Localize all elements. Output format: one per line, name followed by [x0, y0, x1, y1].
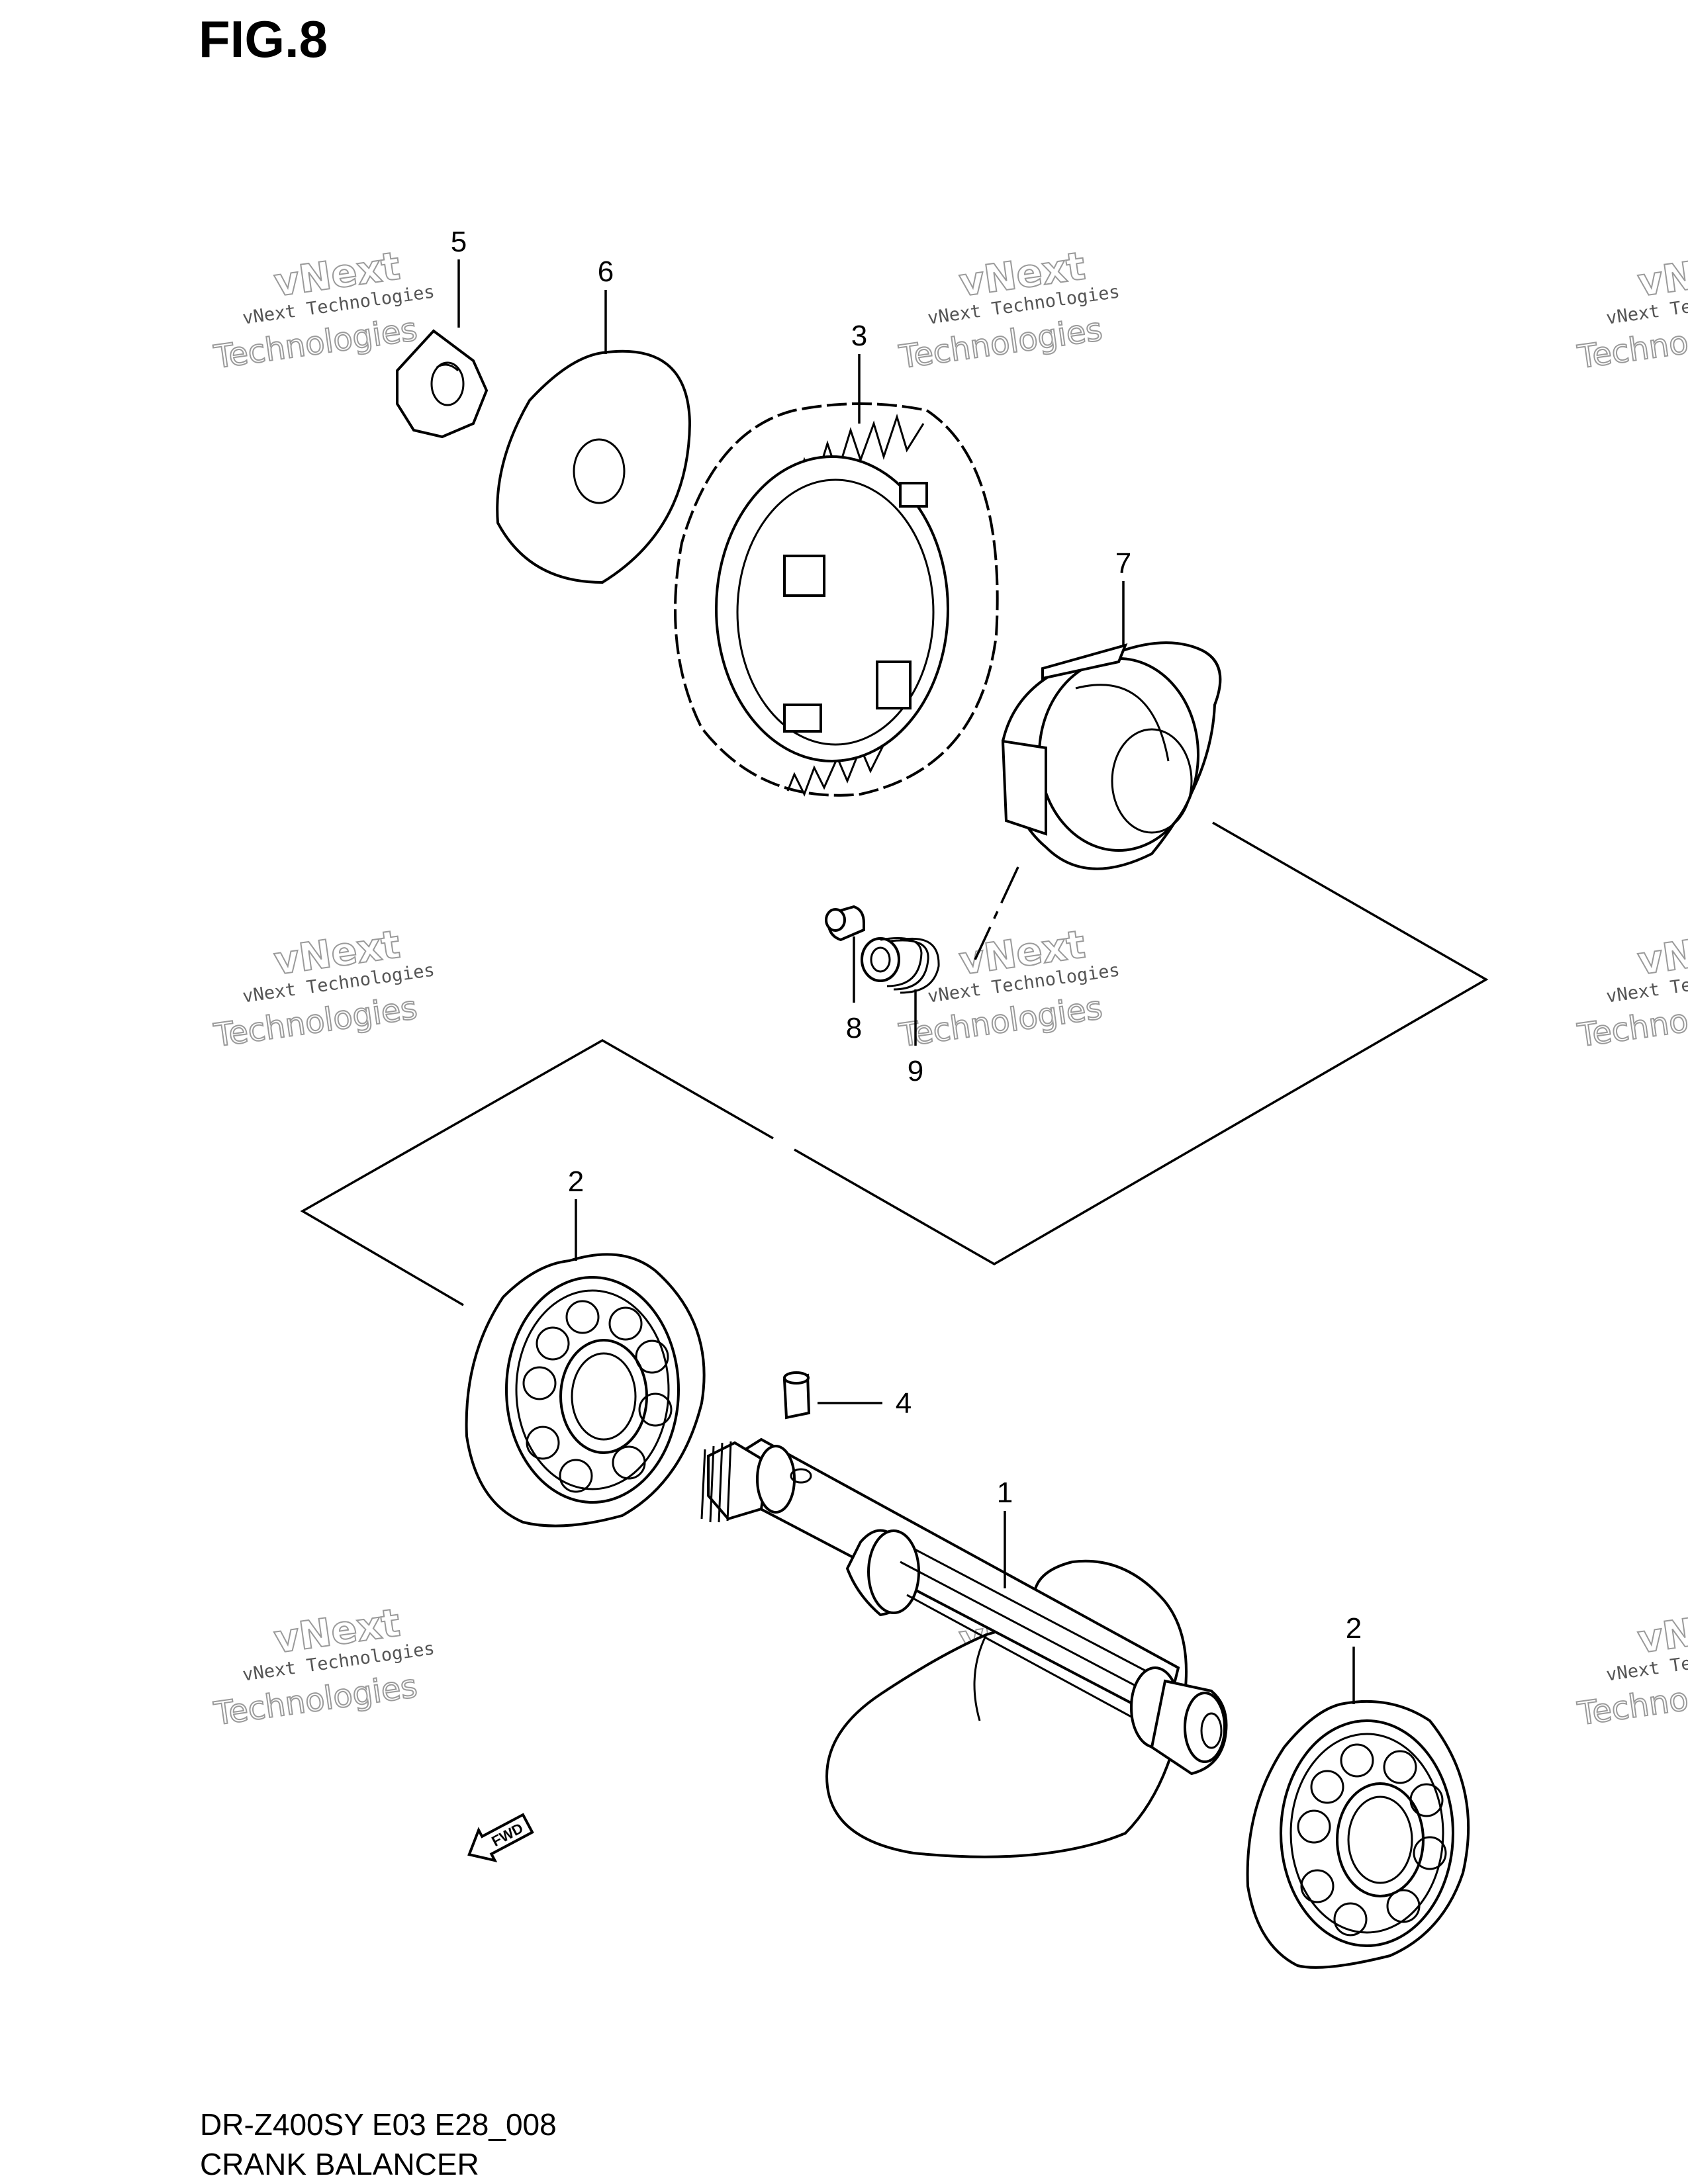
- callout-6: 6: [598, 255, 614, 288]
- outline-line: [300, 1038, 774, 1306]
- watermark: vNext vNext Technologies Technologies: [211, 921, 436, 1055]
- part-7-hub: [1001, 641, 1222, 870]
- part-5-seal: [396, 329, 489, 439]
- outline-line: [794, 821, 1489, 1266]
- assembly-outline: [300, 821, 1489, 1306]
- figure-title: FIG.8: [199, 10, 328, 68]
- watermark: vNext vNext Technologies Technologies: [1575, 1599, 1688, 1733]
- callout-4: 4: [896, 1387, 912, 1420]
- diagram-code: DR-Z400SY E03 E28_008: [200, 2107, 557, 2142]
- part-2-bearing-right: [1246, 1700, 1470, 1969]
- callout-2-left: 2: [568, 1165, 584, 1198]
- watermark: vNext vNext Technologies Technologies: [1575, 921, 1688, 1055]
- part-8-pin: [825, 905, 865, 942]
- part-4-key: [782, 1371, 811, 1420]
- watermark: vNext vNext Technologies Technologies: [211, 242, 436, 377]
- callouts: 5 6 3 7 8 9 2 4 1 2: [451, 226, 1362, 1645]
- callout-2-right: 2: [1346, 1612, 1362, 1645]
- part-6-washer: [496, 349, 692, 584]
- callout-7: 7: [1115, 547, 1131, 580]
- leader-lines: [457, 259, 1355, 1704]
- watermark-vnext-large: vNext: [1635, 243, 1688, 305]
- part-3-gear: [674, 402, 999, 797]
- callout-9: 9: [908, 1055, 923, 1087]
- part-9-spring: [861, 937, 940, 994]
- watermark: vNext vNext Technologies Technologies: [211, 1599, 436, 1733]
- centerline-dashed: [974, 866, 1019, 960]
- watermark-vnext-large: vNext: [1635, 1600, 1688, 1662]
- callout-3: 3: [851, 320, 867, 352]
- watermark-vnext-large: vNext: [1635, 921, 1688, 983]
- diagram-name: CRANK BALANCER: [200, 2147, 479, 2181]
- fwd-arrow-icon: FWD: [467, 1813, 534, 1863]
- watermark: vNext vNext Technologies Technologies: [896, 242, 1121, 377]
- watermark: vNext vNext Technologies Technologies: [1575, 242, 1688, 377]
- callout-5: 5: [451, 226, 467, 258]
- watermark: vNext vNext Technologies Technologies: [896, 921, 1121, 1055]
- callout-1: 1: [997, 1477, 1013, 1509]
- part-2-bearing-left: [465, 1253, 706, 1527]
- part-1-balancer-shaft: [700, 1437, 1228, 1858]
- callout-8: 8: [846, 1012, 862, 1044]
